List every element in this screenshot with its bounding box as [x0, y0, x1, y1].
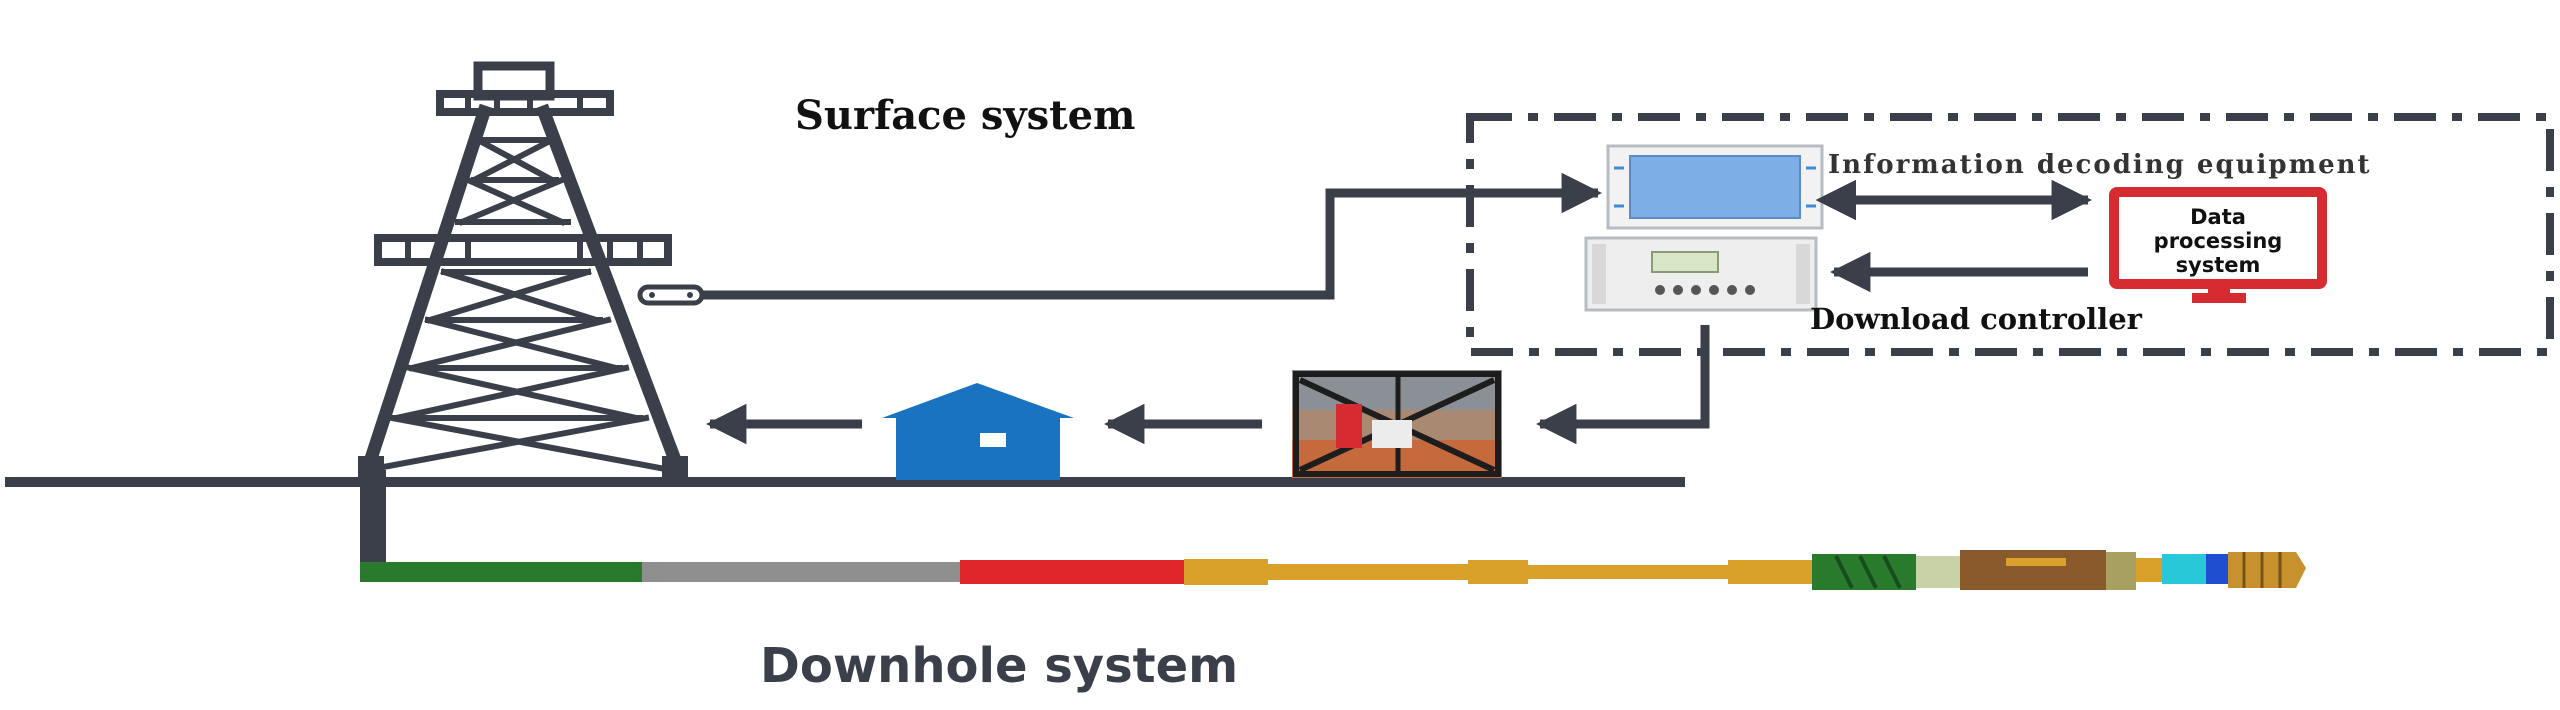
downhole-tool-string — [360, 550, 2306, 590]
monitor-icon — [2109, 187, 2327, 303]
surface-system-title: Surface system — [795, 92, 1136, 139]
control-line — [1535, 325, 1710, 445]
decoding-equipment-icon — [1606, 144, 1824, 230]
download-controller-icon — [1584, 236, 1818, 312]
wellbore — [360, 470, 386, 570]
derrick-icon — [358, 61, 705, 482]
pulser-unit-photo — [1292, 370, 1502, 478]
surface-equipment-boundary — [1466, 113, 2554, 356]
signal-line — [702, 172, 1603, 300]
decoding-equipment-label: Information decoding equipment — [1828, 150, 2372, 180]
download-controller-label: Download controller — [1810, 302, 2142, 336]
data-processing-system-label: Data processing system — [2153, 205, 2283, 277]
downhole-system-title: Downhole system — [760, 638, 1239, 694]
house-icon — [882, 383, 1074, 480]
